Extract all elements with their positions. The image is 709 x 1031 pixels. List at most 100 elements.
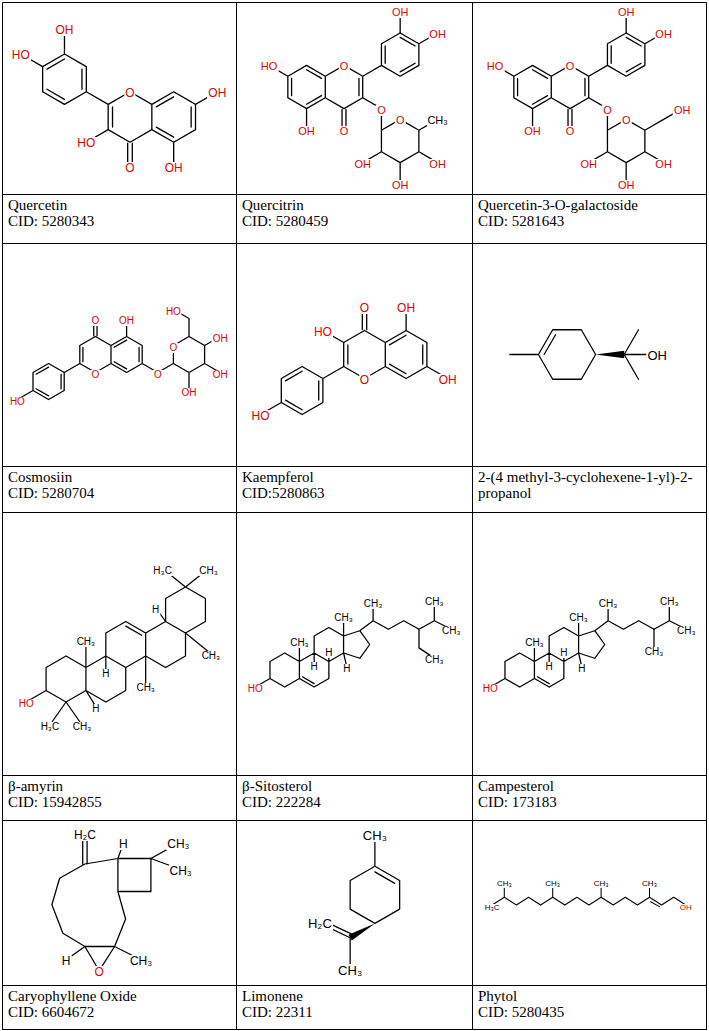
atom-label: CH₃ xyxy=(496,880,513,888)
label-cell: Caryophyllene OxideCID: 6604672 xyxy=(2,985,237,1030)
atom-label: HO xyxy=(9,397,26,407)
atom-label-holder: H₃C xyxy=(40,717,61,733)
atom-label: OH xyxy=(212,370,229,380)
atom-label-holder: OH xyxy=(579,155,598,171)
atom-label-holder: OH xyxy=(212,329,229,345)
compound-name: β-amyrin xyxy=(8,778,231,794)
atom-label: O xyxy=(359,302,370,314)
label-cell: PhytolCID: 5280435 xyxy=(472,985,707,1030)
atom-label-holder: H₃C xyxy=(152,561,173,577)
atom-label-holder: OH xyxy=(118,311,135,327)
atom-label-holder: HO xyxy=(482,679,499,695)
atom-label-holder: OH xyxy=(654,155,673,171)
compound-name: 2-(4 methyl-3-cyclohexene-1-yl)-2-propan… xyxy=(478,469,701,501)
atom-label: CH₃ xyxy=(135,683,156,693)
atom-label-holder: HO xyxy=(313,323,333,339)
atom-label-holder: OH xyxy=(396,299,416,315)
atom-label: O xyxy=(124,87,135,99)
atom-label-holder: OH xyxy=(523,122,542,138)
atom-label: CH₃ xyxy=(524,638,545,648)
atom-label: CH₃ xyxy=(337,964,363,977)
atom-label: HO xyxy=(313,326,333,338)
atom-label-holder: CH₃ xyxy=(644,642,665,658)
atom-label-holder: OH xyxy=(207,84,227,100)
atom-label-holder: O xyxy=(359,371,370,387)
atom-label: H xyxy=(545,662,554,672)
atom-label-holder: O xyxy=(153,365,163,381)
atom-label: O xyxy=(565,126,576,137)
atom-label: CH₃ xyxy=(676,626,697,636)
atom-label: CH₃ xyxy=(544,880,561,888)
atom-label-holder: O xyxy=(376,101,387,117)
atom-label-holder: OH xyxy=(297,122,316,138)
atom-label-holder: O xyxy=(565,122,576,138)
atom-label-holder: OH xyxy=(428,25,447,41)
atom-label: CH₃ xyxy=(568,613,589,623)
atom-label-holder: CH₃ xyxy=(441,621,462,637)
atom-label: OH xyxy=(679,904,693,912)
label-cell: Quercetin-3-O-galactosideCID: 5281643 xyxy=(472,194,707,244)
atom-label: OH xyxy=(673,105,692,116)
atom-label: CH₃ xyxy=(129,955,153,967)
atom-label-holder: CH₃ xyxy=(676,621,697,637)
atom-label: OH xyxy=(353,159,372,170)
atom-label: OH xyxy=(164,162,184,174)
label-cell: CosmosiinCID: 5280704 xyxy=(2,466,237,513)
atom-label-holder: OH xyxy=(654,25,673,41)
atom-label-holder: O xyxy=(124,84,135,100)
atom-label-holder: H xyxy=(545,657,554,673)
atom-label: OH xyxy=(297,126,316,137)
atom-label-holder: CH₃ xyxy=(544,873,561,889)
atom-label-holder: OH xyxy=(353,155,372,171)
atom-label-holder: CH₃ xyxy=(568,608,589,624)
atom-label: OH xyxy=(617,7,636,18)
atom-label-holder: CH₃ xyxy=(424,650,445,666)
atom-label: CH₃ xyxy=(333,613,354,623)
atom-label-holder: H xyxy=(310,657,319,673)
atom-label: OH xyxy=(391,7,410,18)
atom-label: CH₃ xyxy=(598,599,619,609)
atom-label: CH₃ xyxy=(593,880,610,888)
atom-label: CH₃ xyxy=(641,880,658,888)
atom-label: H xyxy=(61,955,72,967)
atom-label: HO xyxy=(260,61,279,72)
atom-label: O xyxy=(602,105,613,116)
atom-label: OH xyxy=(438,374,458,386)
atom-label-holder: OH xyxy=(646,347,668,363)
atom-label: HO xyxy=(486,61,505,72)
atom-label-holder: O xyxy=(339,57,350,73)
atom-label: HO xyxy=(18,699,35,709)
atom-label: OH xyxy=(617,180,636,191)
atom-label-holder: O xyxy=(602,101,613,117)
compound-name: Quercitrin xyxy=(242,197,467,213)
cid-text: CID: 5280435 xyxy=(478,1004,701,1020)
atom-label: CH₃ xyxy=(168,865,192,877)
atom-label-holder: CH₃ xyxy=(198,561,219,577)
atom-label: O xyxy=(94,966,105,978)
atom-label: H xyxy=(559,648,568,658)
atom-label: OH xyxy=(523,126,542,137)
atom-label: OH xyxy=(428,159,447,170)
atom-label: O xyxy=(395,115,406,126)
atom-label-holder: H₂C xyxy=(73,826,97,842)
atom-label: O xyxy=(621,115,632,126)
atom-label-holder: H xyxy=(342,659,351,675)
atom-label: OH xyxy=(212,334,229,344)
cid-text: CID: 15942855 xyxy=(8,794,231,810)
atom-label: CH₃ xyxy=(659,597,680,607)
cid-text: CID: 6604672 xyxy=(8,1004,231,1020)
atom-label-holder: H₃C xyxy=(484,897,501,913)
atom-label: CH₃ xyxy=(363,599,384,609)
atom-label: H xyxy=(310,662,319,672)
atom-label-holder: CH₃ xyxy=(129,952,153,968)
atom-label-holder: CH₃ xyxy=(76,632,97,648)
atom-label: H xyxy=(577,664,586,674)
label-cell: QuercitrinCID: 5280459 xyxy=(236,194,473,244)
atom-label: OH xyxy=(654,29,673,40)
atom-label-holder: OH xyxy=(164,159,184,175)
compound-name: Quercetin xyxy=(8,197,231,213)
atom-label: OH xyxy=(181,388,198,398)
atom-label-holder: CH₃ xyxy=(337,962,363,978)
atom-label: O xyxy=(153,370,163,380)
atom-label: OH xyxy=(579,159,598,170)
